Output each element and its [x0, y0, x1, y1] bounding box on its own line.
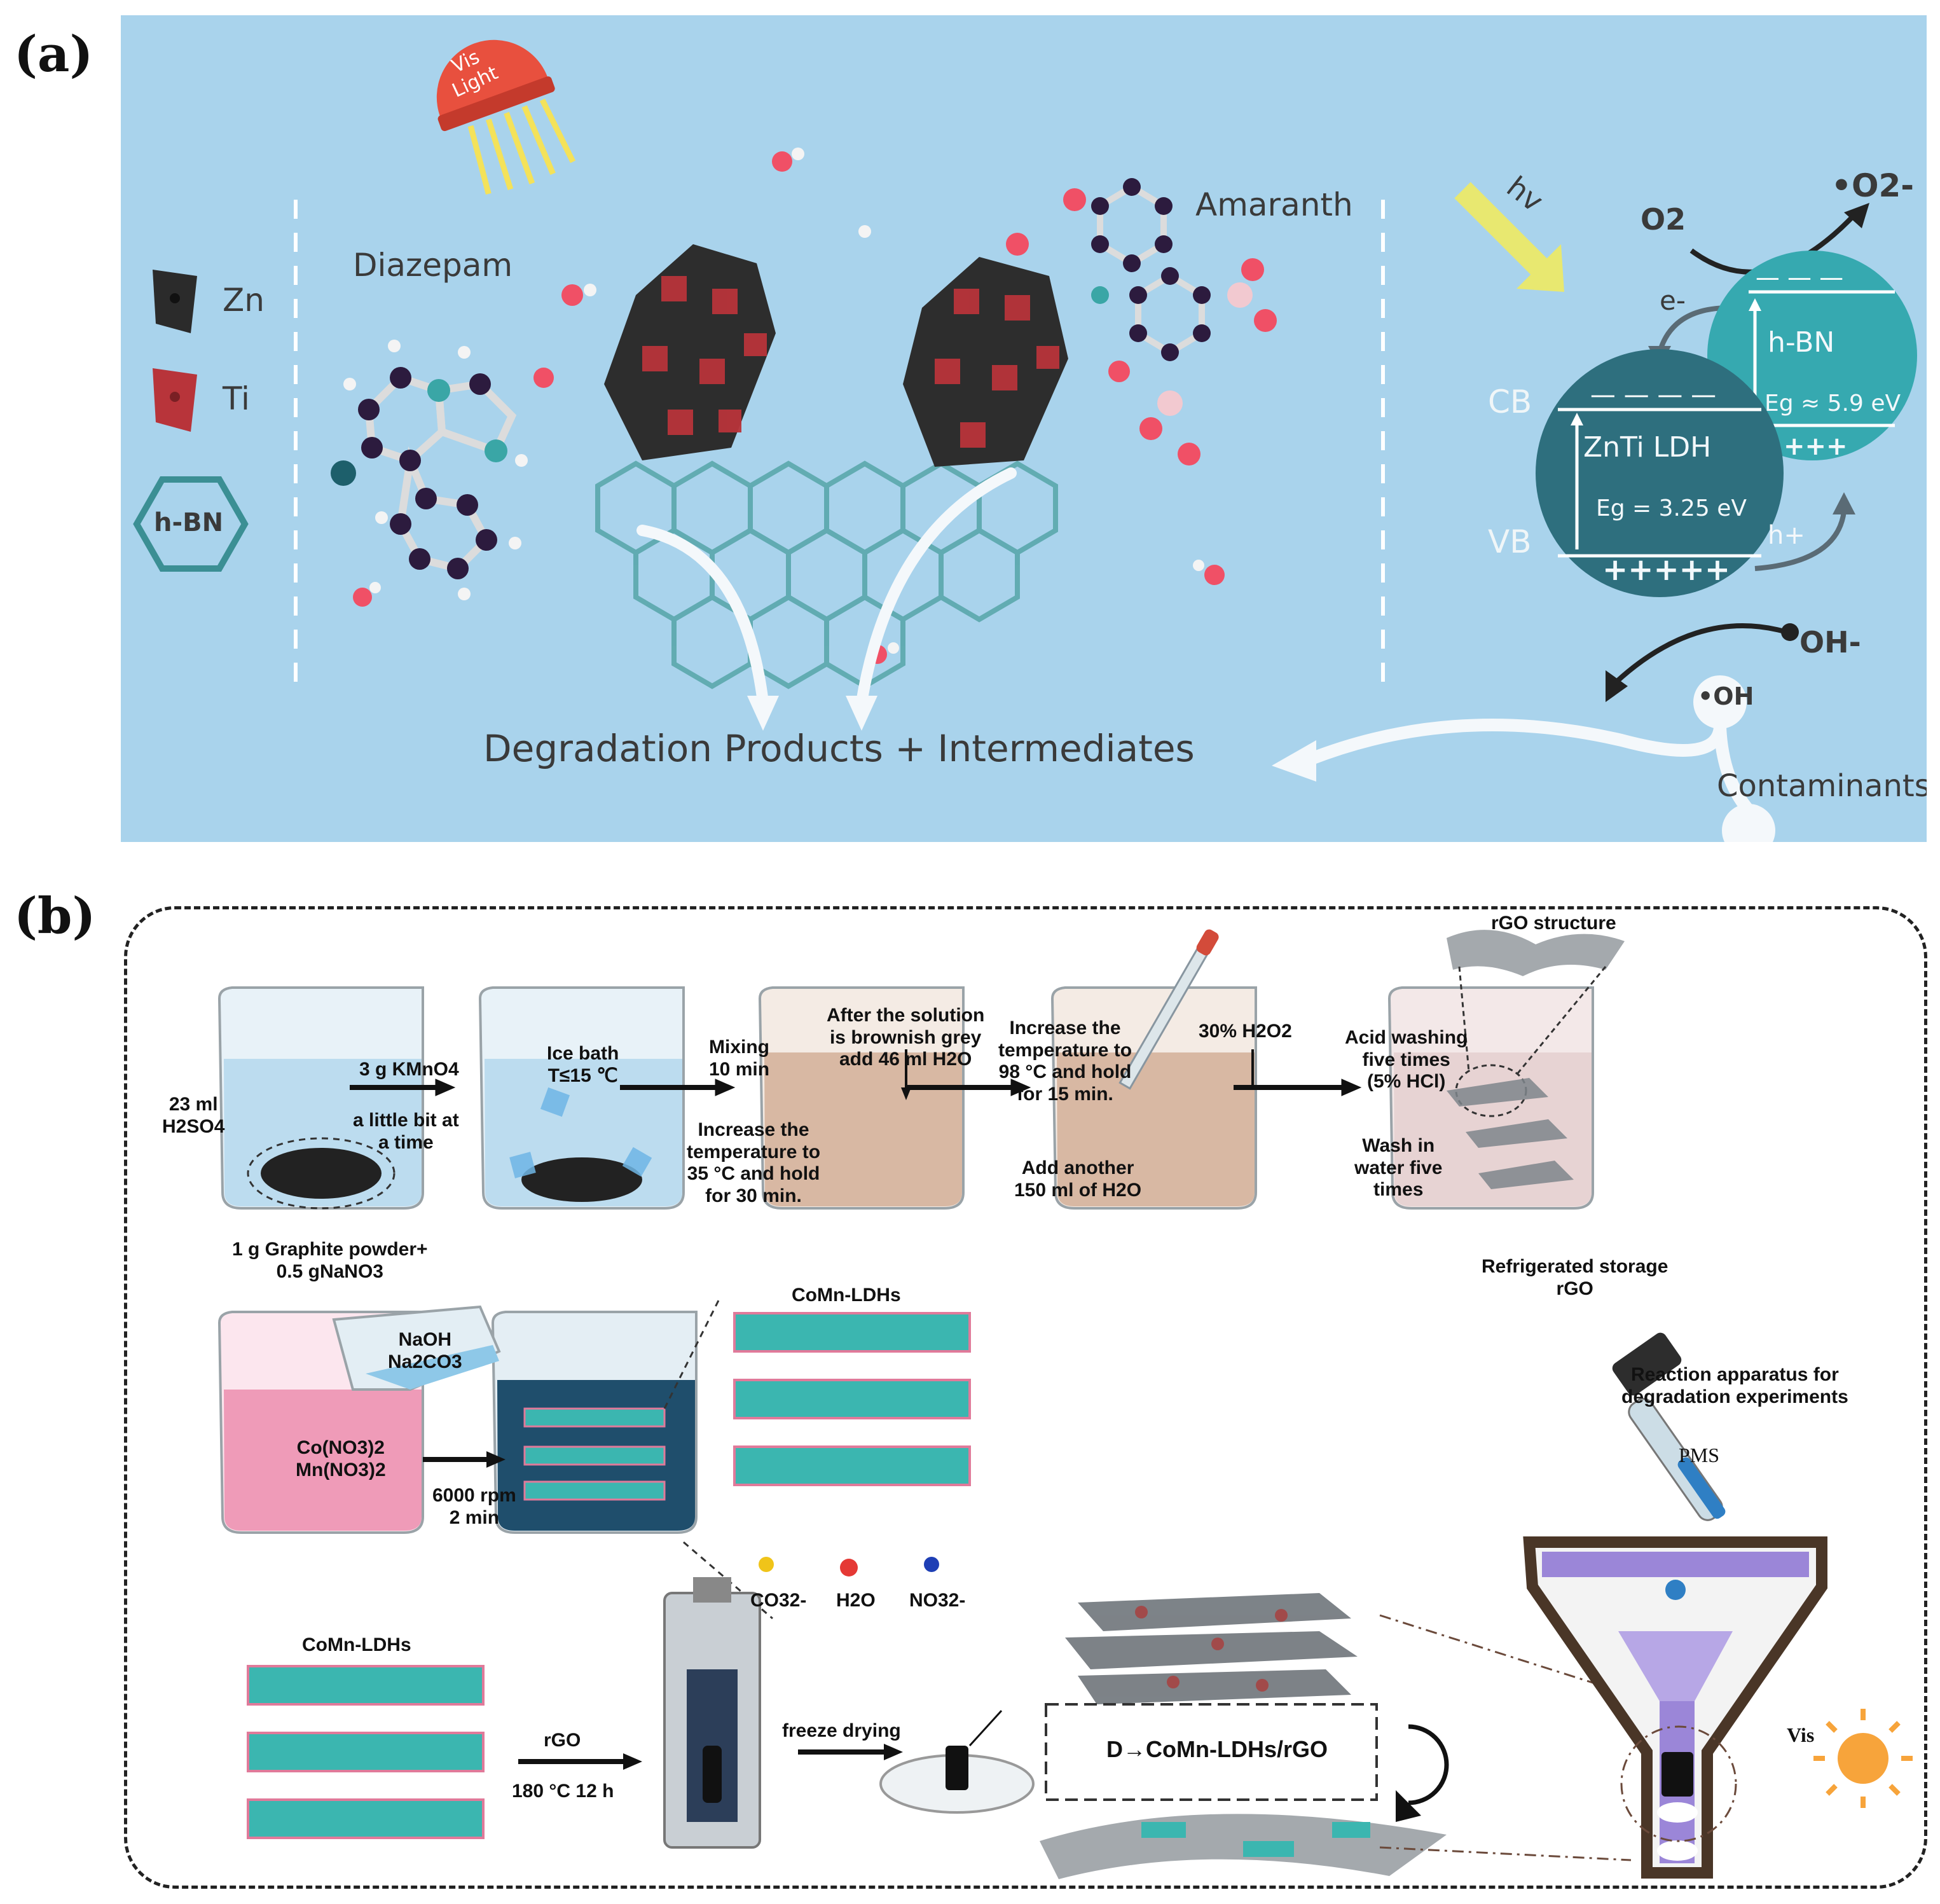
separator-left — [294, 200, 298, 683]
rgo-structure-label: rGO structure — [1491, 913, 1616, 934]
ion-water: H2O — [836, 1590, 876, 1611]
heat-35-label: Increase the temperature to 35 °C and ho… — [687, 1119, 821, 1206]
water-wash-label: Wash in water five times — [1354, 1135, 1443, 1200]
hydroxide-label: OH- — [1799, 625, 1861, 659]
mixing-label: Mixing 10 min — [709, 1037, 770, 1080]
h2o2-label: 30% H2O2 — [1199, 1021, 1292, 1042]
hydroxyl-oxidation-arrow — [1606, 623, 1799, 702]
kmno4-label: 3 g KMnO4 — [359, 1059, 459, 1080]
sulfuric-acid-label: 23 ml H2SO4 — [162, 1094, 225, 1137]
rgo-arrow-label: rGO — [544, 1730, 581, 1751]
hbn-holes: +++ — [1784, 432, 1848, 461]
floating-molecules — [353, 148, 1277, 664]
ldh-holes: +++++ — [1602, 552, 1731, 588]
panel-b-process: 23 ml H2SO4 1 g Graphite powder+ 0.5 gNa… — [124, 906, 1927, 1889]
ti-octahedron-icon — [153, 368, 197, 432]
hole-transfer-arrow — [1754, 492, 1855, 571]
hv-arrow-icon — [1454, 182, 1564, 292]
contaminant-flow-arrow — [1272, 675, 1775, 842]
ldh-circle-label: ZnTi LDH — [1583, 431, 1712, 464]
cobalt-manganese-nitrates: Co(NO3)2 Mn(NO3)2 — [296, 1437, 386, 1480]
hbn-circle-label: h-BN — [1768, 326, 1835, 359]
brownish-grey-label: After the solution is brownish grey add … — [827, 1005, 985, 1070]
ion-carbonate: CO32- — [750, 1590, 807, 1611]
legend-ti: Ti — [223, 380, 250, 417]
legend-zn: Zn — [223, 282, 265, 319]
ldh-title-top: CoMn-LDHs — [792, 1285, 901, 1306]
hbn-hexagon-icon — [133, 476, 249, 572]
superoxide-label: •O2- — [1831, 167, 1915, 204]
znti-ldh-band-circle: — — — — — [1536, 349, 1784, 597]
separator-right — [1381, 200, 1385, 683]
product-label: D→CoMn-LDHs/rGO — [1106, 1736, 1328, 1762]
ldh-hbn-composite — [595, 244, 1068, 689]
graphite-powder-label: 1 g Graphite powder+ 0.5 gNaNO3 — [232, 1239, 428, 1282]
electron-label: e- — [1660, 285, 1686, 316]
pms-label: PMS — [1679, 1444, 1720, 1466]
panel-a-scene: Vis Light Zn Ti h-BN Diazepam Amaranth — [121, 15, 1927, 842]
panel-b-label: (b) — [14, 887, 96, 945]
reaction-apparatus-label: Reaction apparatus for degradation exper… — [1621, 1364, 1848, 1407]
contaminants-label: Contaminants — [1717, 768, 1927, 804]
freeze-drying-label: freeze drying — [782, 1720, 901, 1741]
add-water-label: Add another 150 ml of H2O — [1014, 1157, 1142, 1201]
svg-text:— — — —: — — — — — [1590, 380, 1716, 410]
cb-label: CB — [1488, 383, 1532, 420]
legend-hbn: h-BN — [154, 508, 224, 537]
process-illustration — [217, 929, 1913, 1879]
heat-98-label: Increase the temperature to 98 °C and ho… — [998, 1018, 1132, 1105]
amaranth-label: Amaranth — [1195, 186, 1353, 223]
centrifuge-label: 6000 rpm 2 min — [432, 1485, 516, 1528]
hole-label: h+ — [1768, 521, 1805, 550]
degradation-products-label: Degradation Products + Intermediates — [483, 727, 1195, 770]
refrigerated-storage-label: Refrigerated storage rGO — [1482, 1256, 1668, 1299]
diazepam-molecule — [331, 340, 554, 600]
hydrothermal-conditions: 180 °C 12 h — [512, 1781, 614, 1802]
visible-light-lamp-icon — [436, 39, 576, 195]
hydroxyl-radical-label: •OH — [1698, 682, 1754, 710]
kmno4-note: a little bit at a time — [353, 1110, 459, 1153]
o2-label: O2 — [1641, 202, 1686, 237]
ldh-title-bottom: CoMn-LDHs — [302, 1634, 411, 1655]
svg-text:— — —: — — — — [1756, 263, 1843, 291]
hbn-bandgap: Eg ≈ 5.9 eV — [1765, 390, 1901, 417]
naoh-na2co3-label: NaOH Na2CO3 — [388, 1329, 462, 1372]
visible-light-label: Vis — [1787, 1723, 1815, 1746]
panel-a-label: (a) — [14, 25, 93, 83]
zn-octahedron-icon — [153, 270, 197, 333]
vb-label: VB — [1488, 523, 1532, 560]
ion-nitrate: NO32- — [909, 1590, 966, 1611]
ice-bath-label: Ice bath T≤15 ℃ — [547, 1043, 619, 1086]
acid-washing-label: Acid washing five times (5% HCl) — [1345, 1027, 1468, 1092]
diazepam-label: Diazepam — [353, 247, 513, 284]
ldh-bandgap: Eg = 3.25 eV — [1596, 495, 1747, 521]
flow-arrows-to-products — [636, 467, 1017, 731]
